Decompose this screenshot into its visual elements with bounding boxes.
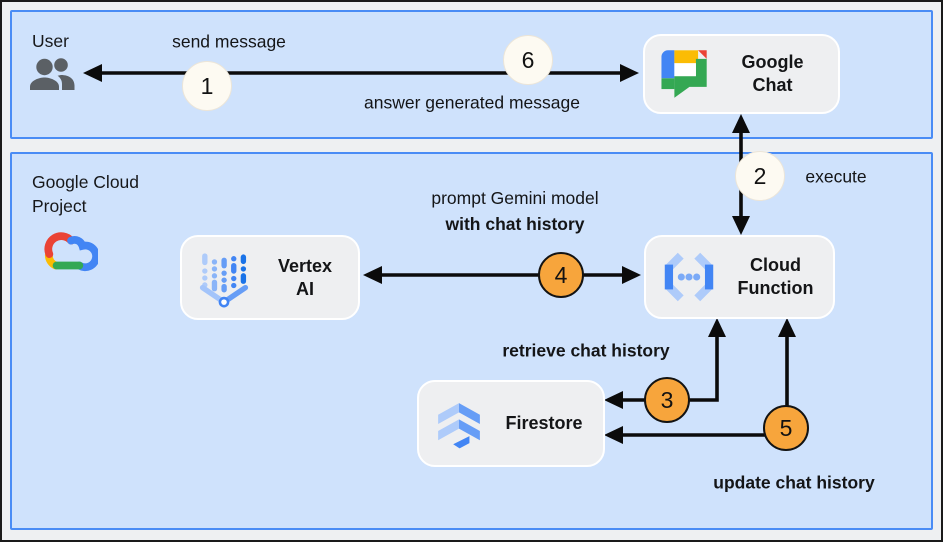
user-panel-title: User [32,31,69,51]
step-circle-3: 3 [644,377,690,423]
google-chat-icon [661,50,707,98]
node-firestore: Firestore [417,380,605,467]
google-cloud-icon [44,232,98,272]
step-circle-1: 1 [182,61,232,111]
label-execute: execute [805,166,867,187]
label-answer-generated-message: answer generated message [364,92,580,113]
step-circle-6: 6 [503,35,553,85]
firestore-icon [438,402,480,448]
vertex-ai-icon [199,252,249,307]
gcp-panel-title: Google Cloud Project [32,172,140,216]
label-retrieve-chat-history: retrieve chat history [502,340,670,361]
label-prompt-gemini-line2: with chat history [445,214,585,234]
node-label-firestore: Firestore [505,413,583,433]
label-update-chat-history: update chat history [713,472,875,493]
node-cloud-function: Cloud Function [644,235,835,319]
step-circle-4: 4 [538,252,584,298]
step-circle-2: 2 [735,151,785,201]
label-prompt-gemini-line1: prompt Gemini model [431,188,599,208]
step-circle-5: 5 [763,405,809,451]
label-prompt-gemini: prompt Gemini model with chat history [431,185,598,237]
node-label-cloud-function: Cloud Function [737,255,814,298]
node-vertex-ai: Vertex AI [180,235,360,320]
cloud-function-icon [664,252,714,302]
node-label-vertex-ai: Vertex AI [277,255,333,299]
node-google-chat: Google Chat [643,34,840,114]
users-icon [30,58,75,90]
node-label-google-chat: Google Chat [741,52,804,95]
label-send-message: send message [172,31,286,52]
